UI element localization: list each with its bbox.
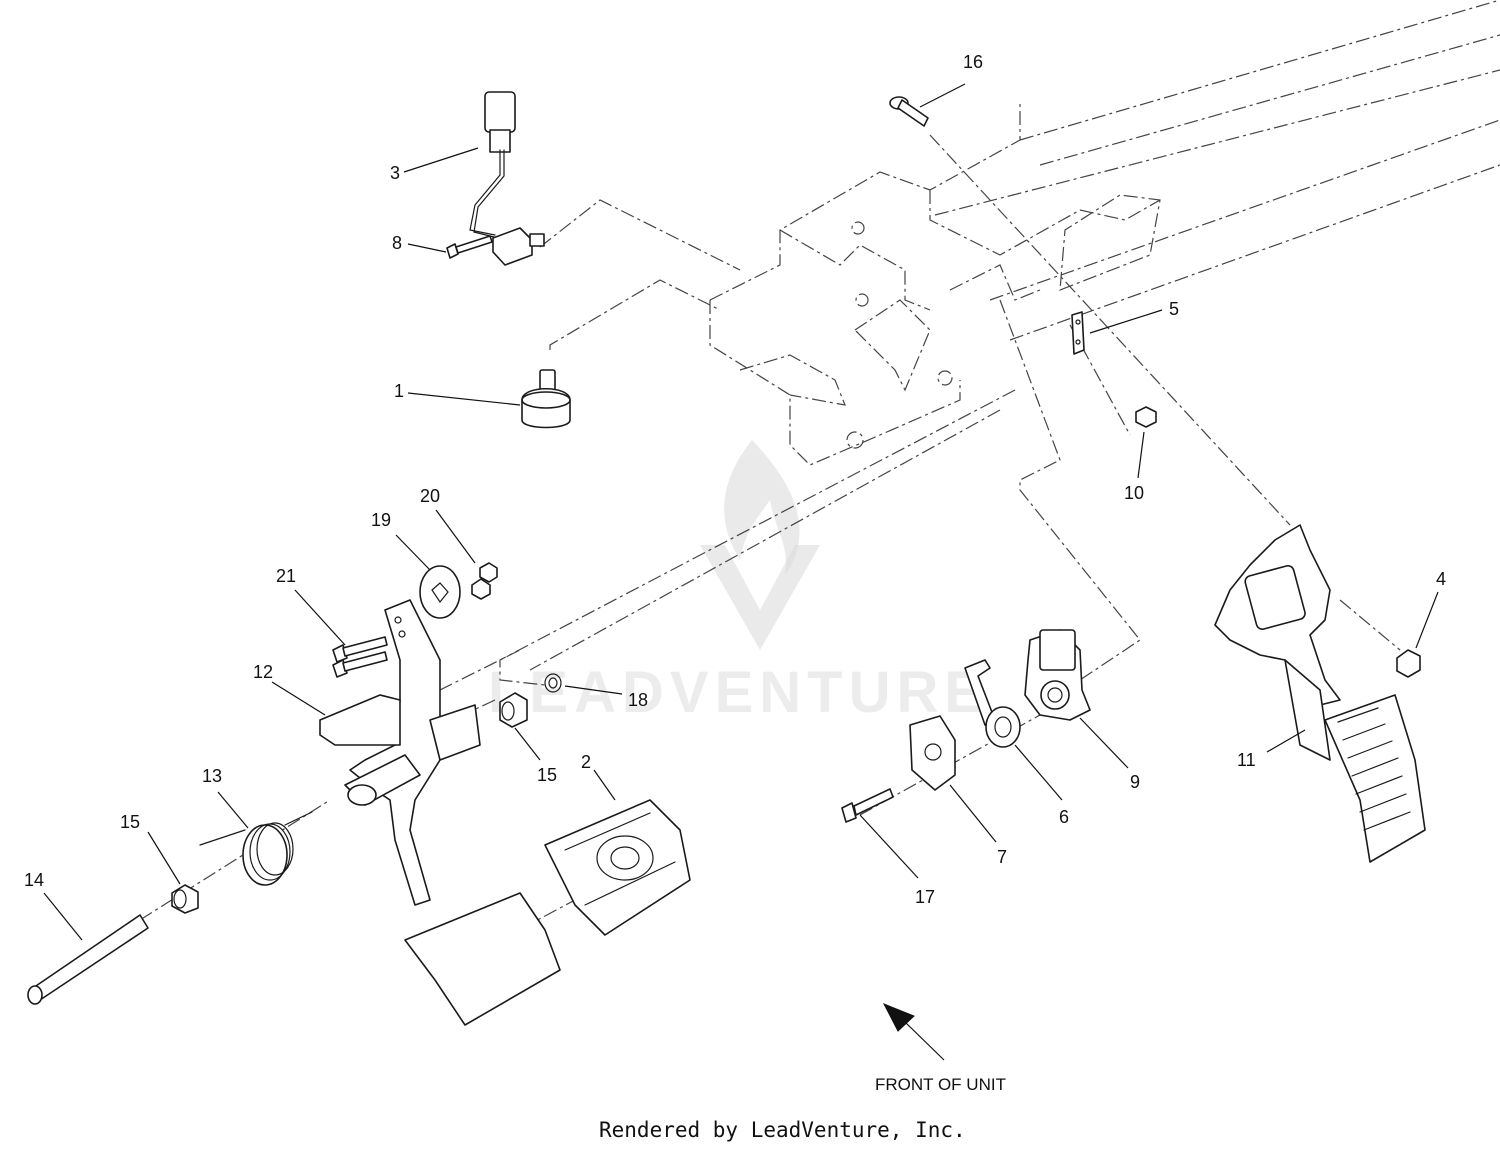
part-2-brake-pedal-pad xyxy=(544,799,691,936)
part-12-brake-pedal-arm xyxy=(319,599,561,1026)
part-13-torsion-spring xyxy=(199,811,313,886)
frame-phantom xyxy=(709,0,1500,466)
assembly-lines xyxy=(139,134,1401,941)
part-15-bushing-lower xyxy=(171,884,199,914)
callout-15-lower: 15 xyxy=(120,812,140,832)
part-15-bushing-upper xyxy=(499,692,528,728)
leader-lines xyxy=(43,83,1439,941)
part-4-nut xyxy=(1396,649,1421,678)
front-arrow-icon xyxy=(882,1003,945,1061)
callout-6: 6 xyxy=(1059,807,1069,827)
credit-line: Rendered by LeadVenture, Inc. xyxy=(599,1118,966,1142)
part-14-pivot-pin xyxy=(27,914,149,1005)
callout-16: 16 xyxy=(963,52,983,72)
callout-3: 3 xyxy=(390,163,400,183)
part-19-washer-plate xyxy=(419,565,461,619)
callout-5: 5 xyxy=(1169,299,1179,319)
callout-21: 21 xyxy=(276,566,296,586)
part-8-screw xyxy=(446,235,493,259)
callout-14: 14 xyxy=(24,870,44,890)
watermark-text: LEADVENTURE xyxy=(488,660,989,725)
part-6-cam xyxy=(964,659,1021,748)
callout-20: 20 xyxy=(420,486,440,506)
callout-18: 18 xyxy=(628,690,648,710)
callout-9: 9 xyxy=(1130,772,1140,792)
front-of-unit-label: FRONT OF UNIT xyxy=(875,1075,1006,1094)
part-7-mount xyxy=(909,715,956,791)
part-5-clip xyxy=(1071,311,1085,355)
callout-13: 13 xyxy=(202,766,222,786)
callout-1: 1 xyxy=(394,381,404,401)
callout-11: 11 xyxy=(1237,750,1256,770)
callout-4: 4 xyxy=(1436,569,1446,589)
part-9-sensor xyxy=(1024,629,1091,721)
part-20-nuts xyxy=(471,562,498,600)
part-1-bumper xyxy=(521,369,571,429)
part-18-retaining-ring xyxy=(544,673,562,693)
part-21-bolts xyxy=(332,636,388,678)
part-17-bolt xyxy=(841,788,894,823)
part-3-switch-harness xyxy=(469,91,545,266)
callout-17: 17 xyxy=(915,887,935,907)
part-11-accelerator-pedal xyxy=(1214,524,1426,863)
part-16-pin xyxy=(889,96,929,127)
part-10-nut xyxy=(1135,406,1157,428)
callout-2: 2 xyxy=(581,752,591,772)
watermark-logo xyxy=(700,440,820,650)
callout-7: 7 xyxy=(997,847,1007,867)
callout-19: 19 xyxy=(371,510,391,530)
callout-10: 10 xyxy=(1124,483,1144,503)
callout-8: 8 xyxy=(392,233,402,253)
callout-12: 12 xyxy=(253,662,273,682)
callout-15-upper: 15 xyxy=(537,765,557,785)
